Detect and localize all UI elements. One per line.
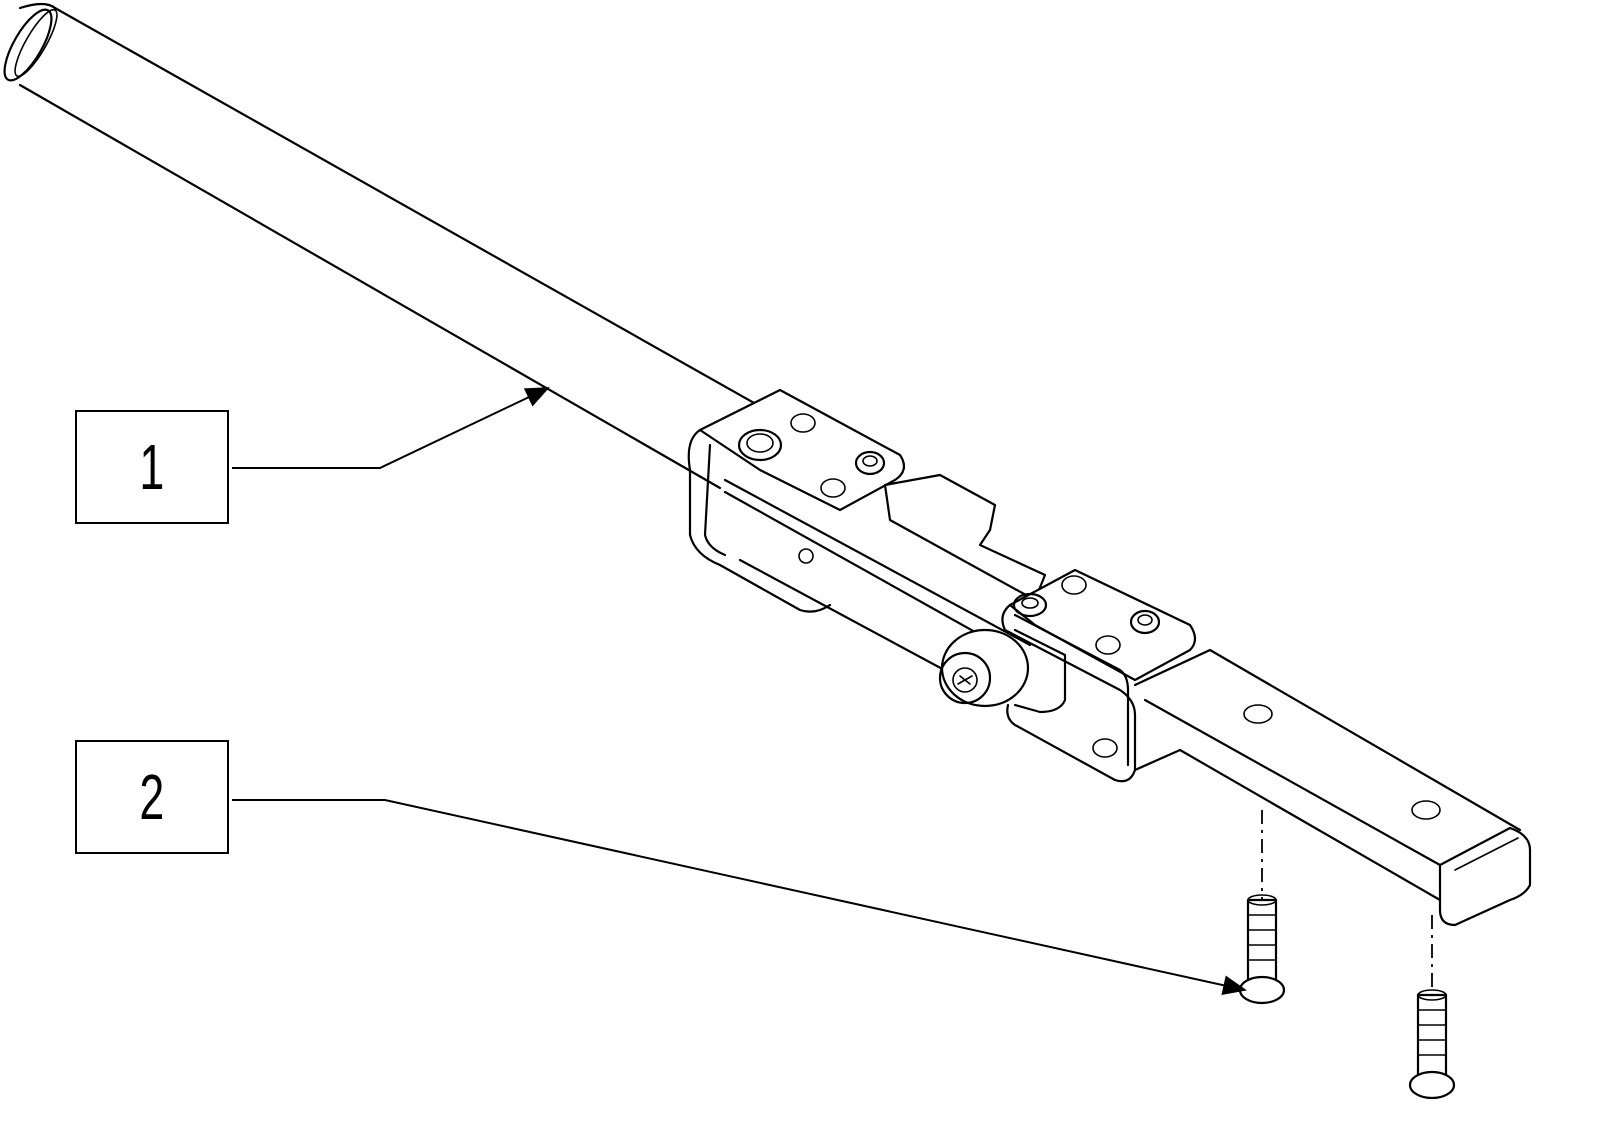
- screw-left: [1238, 810, 1286, 1005]
- callout-1: 1: [75, 410, 229, 524]
- leader-line-2: [232, 799, 1247, 996]
- callout-2: 2: [75, 740, 229, 854]
- leader-line-1: [232, 387, 550, 469]
- square-tube: [1133, 648, 1532, 927]
- callout-label-2: 2: [139, 761, 165, 833]
- front-clamp-bracket: [1001, 568, 1197, 783]
- rear-clamp-bracket: [687, 388, 906, 613]
- hinge-body: [723, 473, 1067, 714]
- tube-part: [3, 2, 772, 490]
- screw-right: [1408, 915, 1456, 1100]
- callout-label-1: 1: [139, 431, 165, 503]
